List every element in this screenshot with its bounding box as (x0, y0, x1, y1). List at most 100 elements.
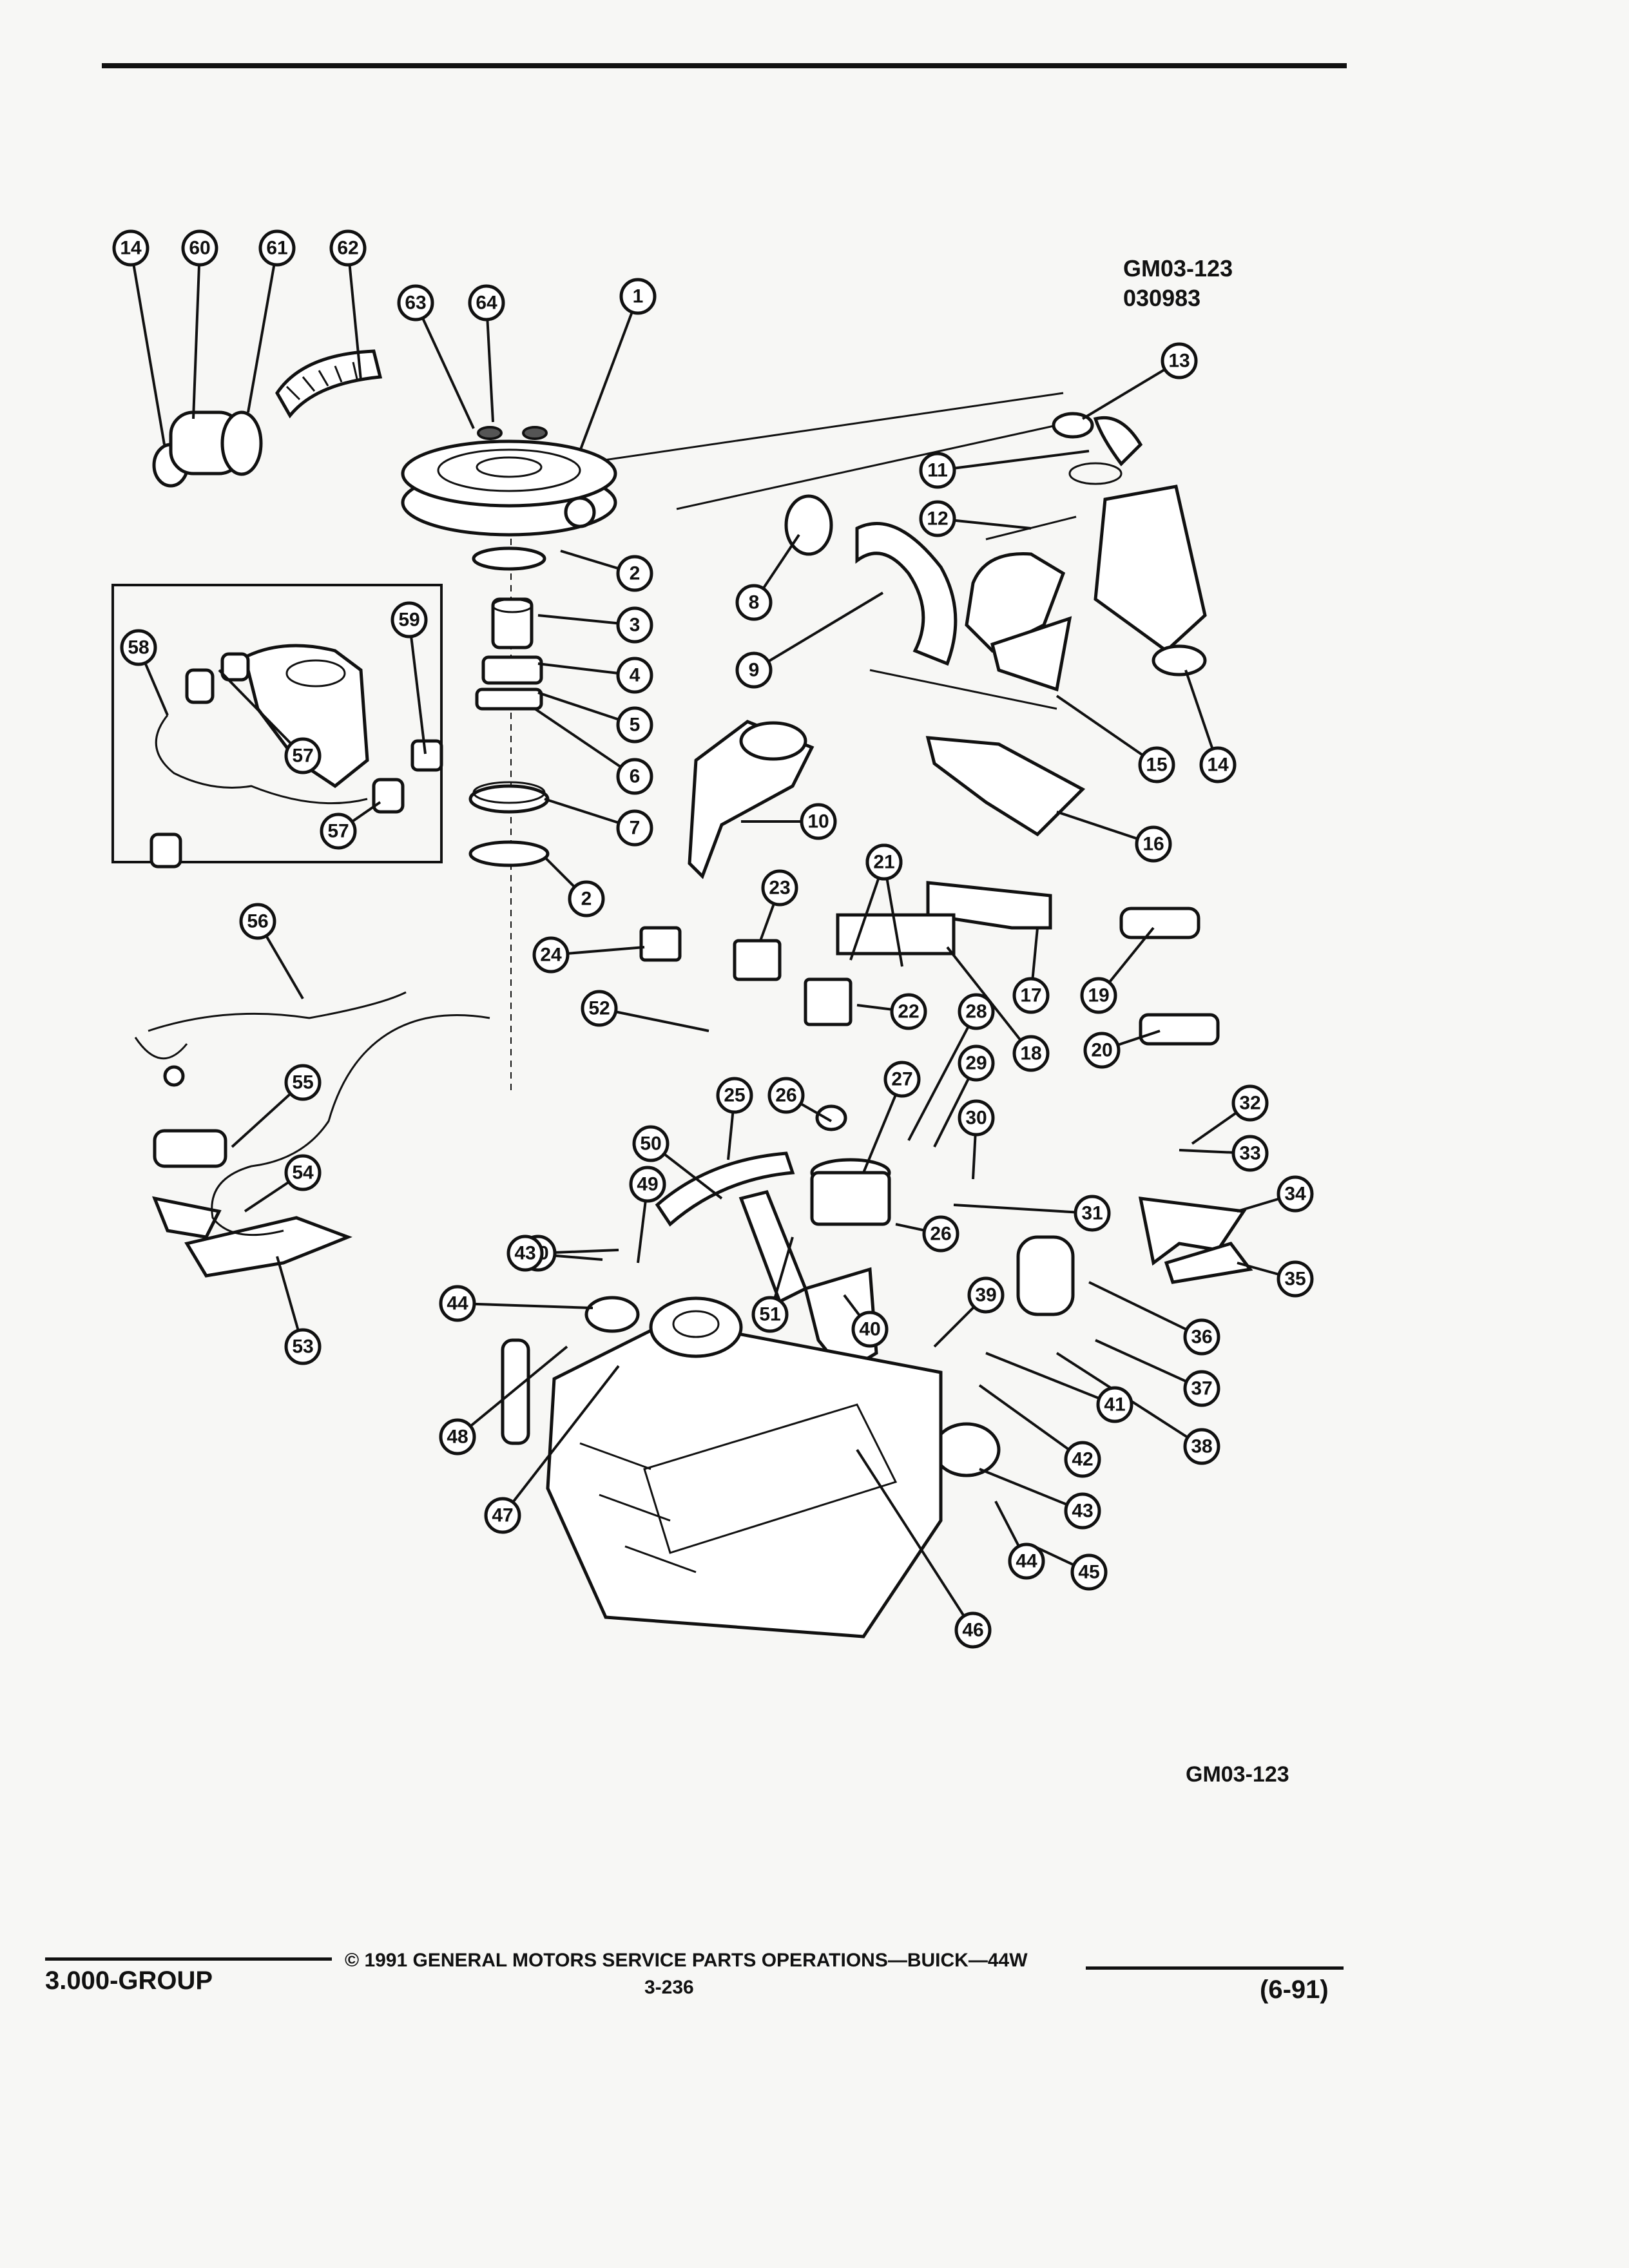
airflow-hoses (1052, 412, 1207, 677)
leader-line (907, 1011, 978, 1141)
callout-17: 17 (1012, 977, 1050, 1014)
callout-number: 17 (1020, 985, 1041, 1006)
callout-number: 51 (759, 1304, 780, 1325)
callout-48: 48 (439, 1418, 476, 1456)
callout-24: 24 (532, 936, 570, 974)
callout-6: 6 (616, 758, 653, 795)
leader-line (414, 302, 475, 429)
callout-28: 28 (958, 993, 995, 1030)
callout-1: 1 (619, 278, 657, 315)
leader-line (979, 1468, 1083, 1512)
callout-number: 21 (873, 852, 894, 873)
callout-number: 43 (1072, 1501, 1093, 1522)
footer-group: 3.000-GROUP (45, 1966, 213, 1995)
callout-number: 2 (630, 563, 641, 584)
callout-22: 22 (890, 993, 927, 1030)
callout-57: 57 (284, 737, 322, 774)
callout-9: 9 (735, 651, 773, 689)
callout-number: 4 (630, 665, 641, 686)
callout-2: 2 (616, 555, 653, 592)
callout-number: 38 (1191, 1436, 1212, 1457)
callout-number: 18 (1020, 1043, 1041, 1064)
leader-line (1088, 1281, 1202, 1338)
leader-line (408, 619, 427, 754)
callout-number: 3 (630, 615, 641, 636)
throttle-stack (468, 597, 550, 814)
leader-line (985, 1352, 1115, 1406)
callout-number: 57 (327, 821, 349, 842)
callout-41: 41 (1096, 1386, 1133, 1423)
callout-number: 50 (640, 1133, 661, 1155)
callout-number: 63 (405, 293, 426, 314)
callout-58: 58 (120, 629, 157, 666)
callout-43: 43 (1064, 1492, 1101, 1530)
callout-number: 15 (1146, 754, 1167, 776)
callout-number: 11 (927, 460, 948, 481)
callout-42: 42 (1064, 1441, 1101, 1478)
callout-37: 37 (1183, 1370, 1220, 1407)
callout-number: 44 (447, 1293, 468, 1314)
callout-10: 10 (800, 803, 837, 840)
air-cleaner-assembly (401, 426, 617, 537)
footer-rule-right (1086, 1966, 1344, 1970)
callout-number: 27 (891, 1069, 912, 1090)
callout-13: 13 (1161, 342, 1198, 380)
callout-number: 30 (965, 1108, 987, 1129)
callout-45: 45 (1070, 1553, 1108, 1591)
callout-18: 18 (1012, 1035, 1050, 1072)
callout-number: 45 (1078, 1562, 1099, 1583)
callout-number: 8 (749, 592, 760, 613)
callout-number: 33 (1239, 1143, 1260, 1164)
callout-number: 20 (1091, 1040, 1112, 1061)
callout-number: 19 (1088, 985, 1109, 1006)
callout-number: 39 (975, 1285, 996, 1306)
callout-number: 42 (1072, 1449, 1093, 1470)
footer-date: (6-91) (1260, 1975, 1329, 2004)
leader-line (501, 1365, 620, 1517)
callout-number: 59 (398, 610, 419, 631)
leader-line (953, 1204, 1093, 1215)
callout-3: 3 (616, 606, 653, 644)
callout-64: 64 (468, 284, 505, 322)
callout-16: 16 (1135, 825, 1172, 863)
callout-50: 50 (632, 1125, 670, 1162)
callout-30: 30 (958, 1099, 995, 1137)
callout-21: 21 (865, 843, 903, 881)
callout-63: 63 (397, 284, 434, 322)
callout-number: 60 (189, 238, 210, 259)
callout-number: 64 (476, 293, 497, 314)
callout-39: 39 (967, 1276, 1005, 1314)
leader-line (485, 302, 494, 423)
callout-36: 36 (1183, 1318, 1220, 1356)
callout-51: 51 (751, 1296, 789, 1333)
callout-number: 14 (1207, 754, 1229, 776)
callout-number: 54 (292, 1162, 314, 1184)
callout-49: 49 (629, 1166, 666, 1203)
callout-53: 53 (284, 1328, 322, 1365)
callout-57: 57 (320, 812, 357, 850)
callout-31: 31 (1074, 1195, 1111, 1232)
callout-number: 56 (247, 911, 268, 932)
callout-number: 46 (962, 1620, 983, 1641)
callout-number: 57 (292, 745, 313, 767)
leader-line (937, 450, 1090, 472)
callout-32: 32 (1231, 1084, 1269, 1122)
callout-61: 61 (258, 229, 296, 267)
callout-5: 5 (616, 706, 653, 744)
leader-line (1095, 1339, 1202, 1390)
callout-number: 12 (927, 508, 948, 530)
callout-15: 15 (1138, 746, 1175, 783)
callout-11: 11 (919, 452, 956, 489)
leader-line (457, 1302, 593, 1309)
leader-line (218, 669, 304, 757)
callout-52: 52 (581, 990, 618, 1027)
callout-47: 47 (484, 1497, 521, 1534)
footer-page-number: 3-236 (644, 1977, 694, 1998)
callout-number: 13 (1168, 351, 1190, 372)
leader-line (856, 1448, 974, 1631)
callout-43: 43 (506, 1235, 544, 1272)
callout-27: 27 (883, 1061, 921, 1098)
callout-number: 49 (637, 1174, 658, 1195)
callout-60: 60 (181, 229, 218, 267)
